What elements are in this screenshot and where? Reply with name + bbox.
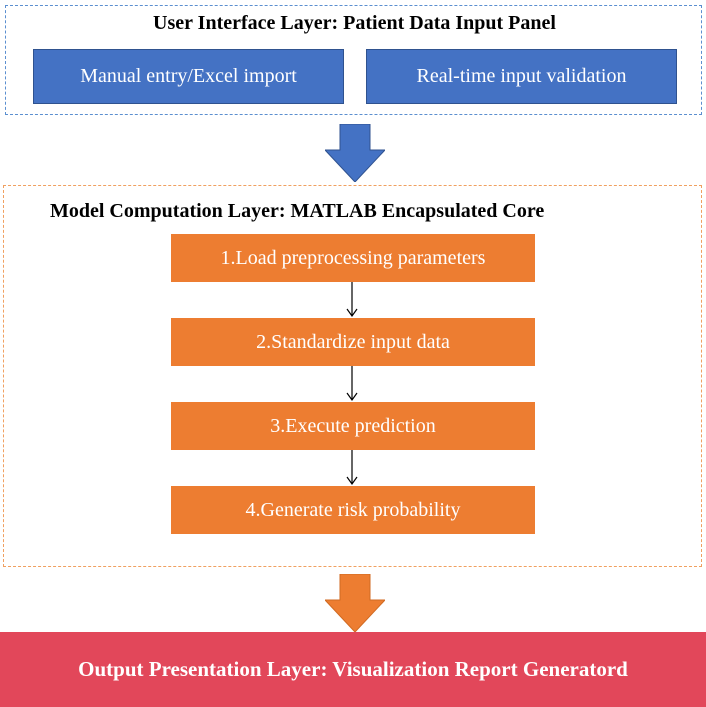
- model-layer-title: Model Computation Layer: MATLAB Encapsul…: [50, 200, 545, 222]
- user-interface-layer: User Interface Layer: Patient Data Input…: [5, 5, 702, 115]
- ui-layer-title: User Interface Layer: Patient Data Input…: [153, 12, 556, 34]
- step-execute-prediction: 3.Execute prediction: [171, 402, 535, 450]
- orange-down-arrow-icon: [325, 574, 385, 632]
- step-standardize-input-data: 2.Standardize input data: [171, 318, 535, 366]
- step-generate-risk-probability: 4.Generate risk probability: [171, 486, 535, 534]
- output-presentation-layer: Output Presentation Layer: Visualization…: [0, 632, 706, 707]
- step-load-preprocessing-parameters: 1.Load preprocessing parameters: [171, 234, 535, 282]
- model-computation-layer: Model Computation Layer: MATLAB Encapsul…: [3, 185, 702, 567]
- step-arrow-down-icon: [346, 366, 358, 402]
- step-arrow-down-icon: [346, 282, 358, 318]
- step-arrow-down-icon: [346, 450, 358, 486]
- blue-down-arrow-icon: [325, 124, 385, 182]
- real-time-input-validation-box: Real-time input validation: [366, 49, 677, 104]
- manual-entry-excel-import-box: Manual entry/Excel import: [33, 49, 344, 104]
